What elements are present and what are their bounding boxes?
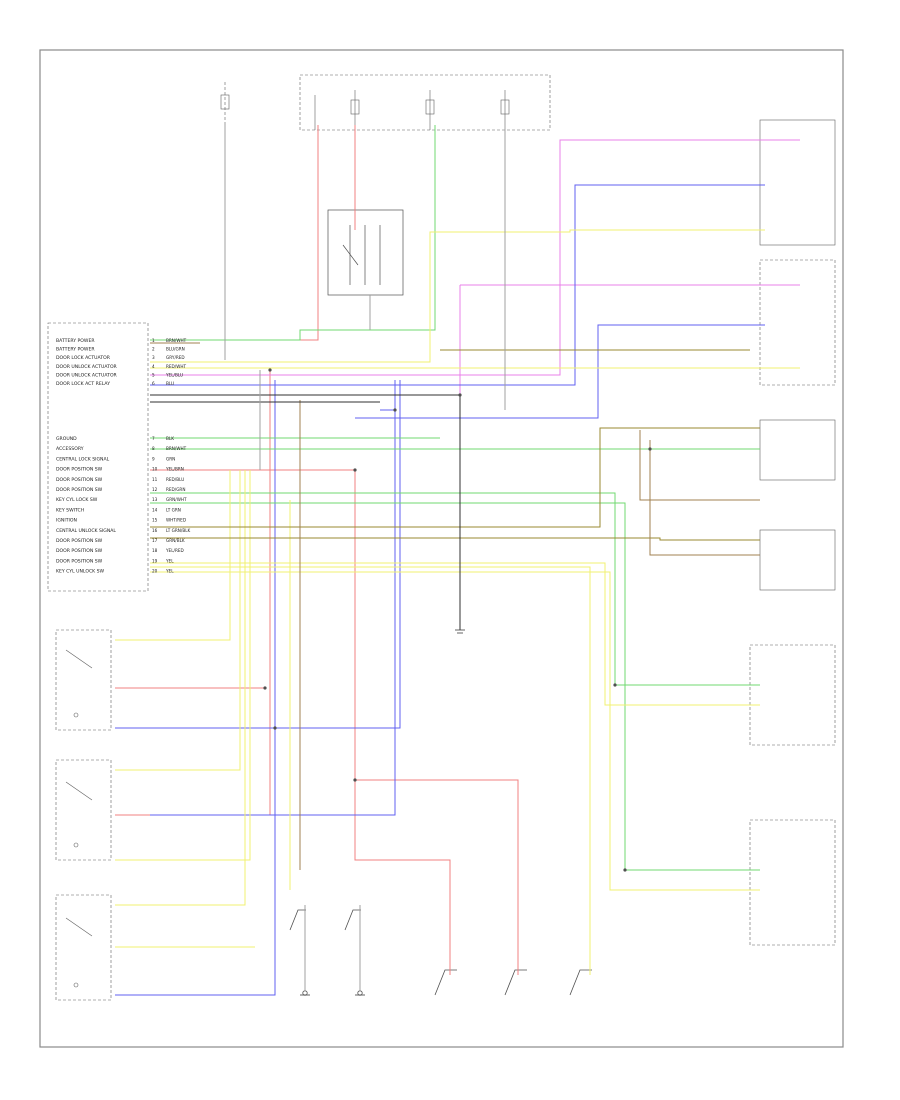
ground-symbols [300,629,465,996]
pin-number: 4 [152,364,155,369]
pin-function-label: DOOR POSITION SW [56,558,103,564]
wire-yellow [115,470,241,771]
diagram-border [39,49,844,1048]
pin-number: 11 [152,477,158,482]
pin-function-label: KEY SWITCH [56,507,84,513]
wire-color-label: YEL [165,569,174,574]
pin-function-label: KEY CYL UNLOCK SW [56,569,105,575]
pin-function-label: GROUND [56,436,77,442]
wire-green [150,125,436,341]
wire-color-label: YEL/BRN [165,467,184,472]
wire-color-label: GRN/BLK [166,538,185,543]
pin-number: 5 [152,372,155,377]
wire-yellow [150,566,591,975]
pin-number: 6 [152,381,155,386]
pin-function-label: DOOR POSITION SW [56,477,103,483]
pin-number: 16 [152,528,158,533]
wire-red [210,125,319,341]
wire-yellow [150,562,760,706]
wire-color-label: BLU [166,381,174,386]
pin-function-label: DOOR UNLOCK ACTUATOR [56,364,118,370]
pin-number: 3 [152,355,155,360]
wire-blue [150,380,396,816]
lock-relay [327,209,404,296]
wire-green [150,502,760,871]
wire-color-label: BLK [166,436,174,441]
pin-number: 2 [152,347,155,352]
pin-number: 8 [152,446,155,451]
pin-number: 10 [152,467,158,472]
pin-function-label: DOOR LOCK ACT RELAY [56,381,110,387]
wire-yellow [115,470,251,861]
wire-color-label: LT GRN [166,507,181,512]
wire-green [150,492,760,686]
pin-function-label: DOOR POSITION SW [56,538,103,544]
wire-olive [150,427,760,528]
left-switch-groups [55,629,112,1001]
pin-function-label: DOOR UNLOCK ACTUATOR [56,372,118,378]
pin-function-label: CENTRAL UNLOCK SIGNAL [56,528,116,534]
fuse-block [220,74,551,131]
wire-color-label: RED/WHT [166,364,186,369]
right-components [749,119,836,946]
wire-blue [150,184,765,386]
wire-red [150,469,451,975]
wire-color-label: GRN [166,456,175,461]
wire-olive [150,537,760,541]
pin-number: 17 [152,538,158,543]
pin-number: 1 [152,338,155,343]
pin-number: 20 [152,569,158,574]
wire-blue [115,380,401,729]
pin-number: 12 [152,487,158,492]
pin-number: 7 [152,436,155,441]
wire-color-label: BLU/GRN [166,347,185,352]
door-lock-control-unit [47,322,149,592]
wire-color-label: WHT/RED [166,518,186,523]
pin-function-label: BATTERY POWER [56,338,95,344]
pin-function-label: DOOR LOCK ACTUATOR [56,355,111,361]
wire-color-label: YEL/RED [165,548,184,553]
wire-yellow [115,470,231,641]
pin-number: 18 [152,548,158,553]
pin-function-label: DOOR POSITION SW [56,487,103,493]
wire-color-label: GRN/WHT [166,497,187,502]
wire-blue [355,324,765,419]
pin-function-label: DOOR POSITION SW [56,548,103,554]
wire-color-label: BRN/WHT [166,338,187,343]
wire-brown [639,430,760,501]
pin-function-label: DOOR POSITION SW [56,467,103,473]
wire-color-label: BRN/WHT [166,446,187,451]
pin-function-label: CENTRAL LOCK SIGNAL [56,456,110,462]
wire-color-label: YEL [165,558,174,563]
pin-function-label: ACCESSORY [56,446,84,452]
pin-function-label: KEY CYL LOCK SW [56,497,98,503]
wire-red [115,370,271,816]
wire-harness [115,125,800,996]
wire-black [150,394,461,630]
pin-number: 14 [152,507,158,512]
wire-color-label: RED/GRN [166,487,185,492]
pin-number: 19 [152,558,158,563]
wire-color-label: RED/BLU [166,477,184,482]
wire-yellow [150,229,765,363]
wire-blue [115,380,276,996]
wire-color-label: GRY/RED [166,355,185,360]
wire-color-label: LT GRN/BLK [166,528,191,533]
wire-yellow [150,571,760,891]
pin-function-label: BATTERY POWER [56,347,95,353]
pin-number: 13 [152,497,158,502]
wire-brown [649,440,760,556]
pin-number: 15 [152,518,158,523]
pin-function-label: IGNITION [56,518,77,524]
wire-yellow [115,470,246,906]
bottom-switches [289,909,592,996]
pin-number: 9 [152,456,155,461]
junction-dots [263,368,652,872]
wire-color-label: YEL/BLU [165,372,183,377]
wire-red [355,779,519,975]
wire-pink [150,139,800,376]
